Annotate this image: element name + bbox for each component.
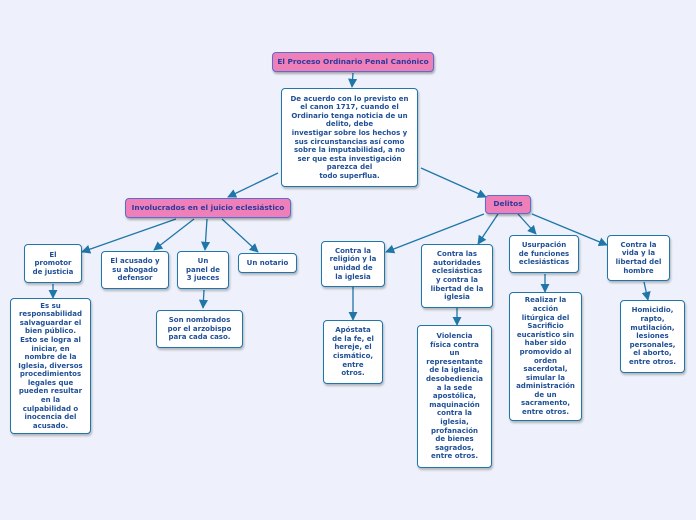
connector (517, 213, 537, 235)
promotor-node[interactable]: El promotor de justicia (24, 244, 82, 283)
connector (227, 172, 279, 198)
promotor-desc-node[interactable]: Es su responsabilidad salvaguardar el bi… (10, 298, 91, 434)
root-topic[interactable]: El Proceso Ordinario Penal Canónico (272, 52, 434, 72)
connector (200, 218, 211, 251)
connector (641, 281, 651, 301)
autoridades-desc-node[interactable]: Violencia física contra un representante… (417, 325, 492, 468)
connector (385, 213, 485, 254)
delitos-topic[interactable]: Delitos (485, 195, 531, 214)
panel-node[interactable]: Un panel de 3 jueces (177, 251, 229, 289)
connector (221, 218, 259, 253)
notario-node[interactable]: Un notario (238, 253, 297, 273)
connector (348, 72, 358, 88)
vida-desc-node[interactable]: Homicidio, rapto, mutilación, lesiones p… (620, 300, 685, 373)
connector (198, 289, 208, 309)
religion-node[interactable]: Contra la religión y la unidad de la igl… (321, 241, 385, 287)
religion-desc-node[interactable]: Apóstata de la fe, el hereje, el cismáti… (323, 320, 383, 384)
connector (81, 218, 177, 254)
connector (477, 213, 499, 245)
connector (420, 167, 487, 198)
involucrados-topic[interactable]: Involucrados en el juicio eclesiástico (125, 198, 291, 218)
usurpacion-desc-node[interactable]: Realizar la acción litúrgica del Sacrifi… (509, 292, 582, 421)
acusado-node[interactable]: El acusado y su abogado defensor (101, 251, 169, 289)
autoridades-node[interactable]: Contra las autoridades eclesiásticas y c… (421, 244, 493, 308)
vida-node[interactable]: Contra la vida y la libertad del hombre (607, 235, 670, 281)
panel-desc-node[interactable]: Son nombrados por el arzobispo para cada… (156, 310, 243, 348)
usurpacion-node[interactable]: Usurpación de funciones eclesiásticas (509, 235, 579, 273)
connector (531, 213, 608, 247)
definition-node[interactable]: De acuerdo con lo previsto en el canon 1… (281, 88, 418, 187)
connector (153, 218, 195, 251)
